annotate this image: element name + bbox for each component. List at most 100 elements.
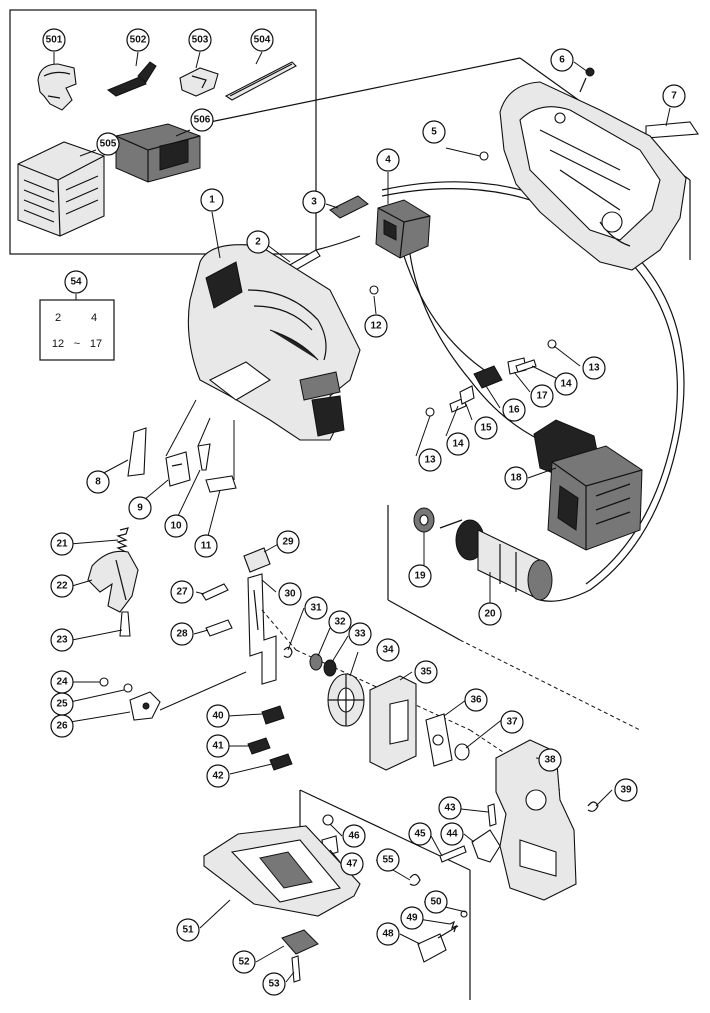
gear-34-part bbox=[327, 673, 365, 727]
svg-text:26: 26 bbox=[56, 721, 68, 732]
svg-text:24: 24 bbox=[56, 677, 68, 688]
svg-text:12: 12 bbox=[370, 321, 382, 332]
svg-text:11: 11 bbox=[201, 541, 212, 552]
callout-20: 20 bbox=[478, 602, 502, 626]
callout-27: 27 bbox=[170, 580, 194, 604]
callout-34: 34 bbox=[376, 638, 400, 662]
plate-9-part bbox=[165, 451, 191, 487]
screw-6-part bbox=[579, 67, 595, 93]
dust-guide-26-part bbox=[129, 691, 161, 721]
svg-text:13: 13 bbox=[424, 455, 436, 466]
callout-30: 30 bbox=[278, 582, 302, 606]
svg-text:506: 506 bbox=[194, 115, 211, 126]
carbon-brush-16-part bbox=[473, 365, 503, 389]
callout-45: 45 bbox=[408, 822, 432, 846]
spring-21-part bbox=[116, 527, 129, 553]
screw-12-part bbox=[369, 285, 379, 295]
callout-33: 33 bbox=[348, 622, 372, 646]
callout-52: 52 bbox=[232, 950, 256, 974]
svg-text:45: 45 bbox=[414, 829, 426, 840]
callout-40: 40 bbox=[206, 704, 230, 728]
svg-text:48: 48 bbox=[382, 929, 394, 940]
screw-10-part bbox=[197, 443, 211, 471]
svg-text:46: 46 bbox=[348, 831, 360, 842]
retaining-ring-55-part bbox=[409, 873, 421, 886]
callout-15: 15 bbox=[474, 416, 498, 440]
plunger-30-part bbox=[247, 573, 277, 685]
battery-charger-part bbox=[115, 123, 201, 183]
callout-14b: 14 bbox=[446, 432, 470, 456]
svg-text:37: 37 bbox=[506, 717, 518, 728]
svg-text:55: 55 bbox=[382, 855, 394, 866]
callout-50: 50 bbox=[424, 890, 448, 914]
svg-text:1: 1 bbox=[209, 195, 215, 206]
callout-17: 17 bbox=[530, 384, 554, 408]
svg-text:17: 17 bbox=[536, 391, 548, 402]
svg-text:3: 3 bbox=[311, 197, 317, 208]
callout-55: 55 bbox=[376, 848, 400, 872]
label-sheet-part bbox=[645, 121, 699, 139]
callout-42: 42 bbox=[206, 764, 230, 788]
svg-text:53: 53 bbox=[268, 979, 280, 990]
kit-item-2: 2 bbox=[55, 312, 61, 324]
svg-text:20: 20 bbox=[484, 609, 496, 620]
svg-text:38: 38 bbox=[544, 755, 556, 766]
gear-33-part bbox=[323, 659, 337, 677]
cam-plate-36-part bbox=[425, 713, 453, 767]
kit-item-12: 12 bbox=[52, 338, 64, 350]
svg-text:2: 2 bbox=[255, 237, 261, 248]
callout-8: 8 bbox=[86, 470, 110, 494]
svg-text:7: 7 bbox=[671, 91, 677, 102]
blade-guard-part bbox=[37, 63, 77, 111]
callout-35: 35 bbox=[414, 660, 438, 684]
callout-21: 21 bbox=[50, 532, 74, 556]
svg-text:28: 28 bbox=[176, 629, 188, 640]
holder-40-part bbox=[261, 705, 285, 725]
svg-text:51: 51 bbox=[182, 925, 194, 936]
screw-25-part bbox=[123, 683, 133, 693]
blade-guide-8-part bbox=[127, 427, 147, 477]
svg-text:4: 4 bbox=[385, 155, 391, 166]
callout-3: 3 bbox=[302, 190, 326, 214]
callout-12: 12 bbox=[364, 314, 388, 338]
svg-text:21: 21 bbox=[56, 539, 68, 550]
callout-44: 44 bbox=[440, 822, 464, 846]
svg-text:42: 42 bbox=[212, 771, 224, 782]
svg-text:14: 14 bbox=[560, 379, 572, 390]
callout-501: 501 bbox=[42, 28, 66, 52]
left-housing-part bbox=[187, 244, 361, 441]
svg-text:18: 18 bbox=[510, 473, 522, 484]
holder-29-part bbox=[243, 547, 271, 573]
holder-plate-35-part bbox=[369, 675, 417, 771]
svg-text:19: 19 bbox=[414, 571, 426, 582]
callout-23: 23 bbox=[50, 628, 74, 652]
carrying-case-part bbox=[17, 141, 105, 237]
callout-7: 7 bbox=[662, 84, 686, 108]
pin-45-part bbox=[439, 845, 467, 863]
accessories-box bbox=[9, 9, 317, 255]
callout-10: 10 bbox=[164, 514, 188, 538]
callout-31: 31 bbox=[304, 596, 328, 620]
kit-54-box: 2 4 12 ~ 17 bbox=[39, 299, 115, 361]
callout-13b: 13 bbox=[418, 448, 442, 472]
callout-13a: 13 bbox=[582, 356, 606, 380]
svg-text:29: 29 bbox=[282, 537, 294, 548]
switch-lever-part bbox=[329, 195, 369, 219]
callout-11: 11 bbox=[194, 534, 218, 558]
callout-9: 9 bbox=[128, 496, 152, 520]
ball-50-part bbox=[460, 910, 468, 918]
svg-text:30: 30 bbox=[284, 589, 296, 600]
callout-24: 24 bbox=[50, 670, 74, 694]
svg-text:13: 13 bbox=[588, 363, 600, 374]
callout-29: 29 bbox=[276, 530, 300, 554]
svg-text:41: 41 bbox=[212, 741, 224, 752]
callout-5: 5 bbox=[422, 120, 446, 144]
terminal-14-part bbox=[515, 359, 537, 373]
saw-blade-part bbox=[224, 61, 297, 101]
svg-text:501: 501 bbox=[46, 35, 63, 46]
callout-38: 38 bbox=[538, 748, 562, 772]
callout-46: 46 bbox=[342, 824, 366, 848]
svg-text:54: 54 bbox=[70, 277, 82, 288]
name-plate-11-part bbox=[205, 475, 237, 493]
svg-text:6: 6 bbox=[559, 55, 565, 66]
